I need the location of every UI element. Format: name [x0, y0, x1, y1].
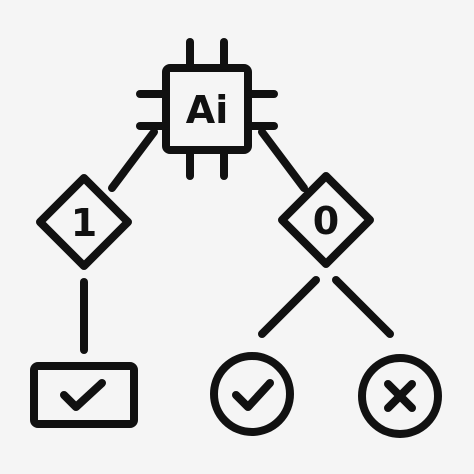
connector-right: [258, 128, 308, 192]
decision-diamond-1: 1: [36, 174, 132, 270]
x-circle-icon: [358, 354, 442, 438]
branch-label-0: 0: [313, 199, 339, 243]
chip-label: Ai: [186, 88, 228, 132]
decision-diamond-0: 0: [278, 172, 374, 268]
checkmark-circle-icon: [210, 352, 294, 436]
branch-label-1: 1: [71, 201, 97, 245]
connector-right-right: [332, 276, 394, 338]
checkmark-box-icon: [30, 362, 138, 428]
ai-chip-icon: Ai: [136, 38, 278, 180]
connector-left: [108, 128, 158, 192]
connector-right-left: [258, 276, 320, 338]
